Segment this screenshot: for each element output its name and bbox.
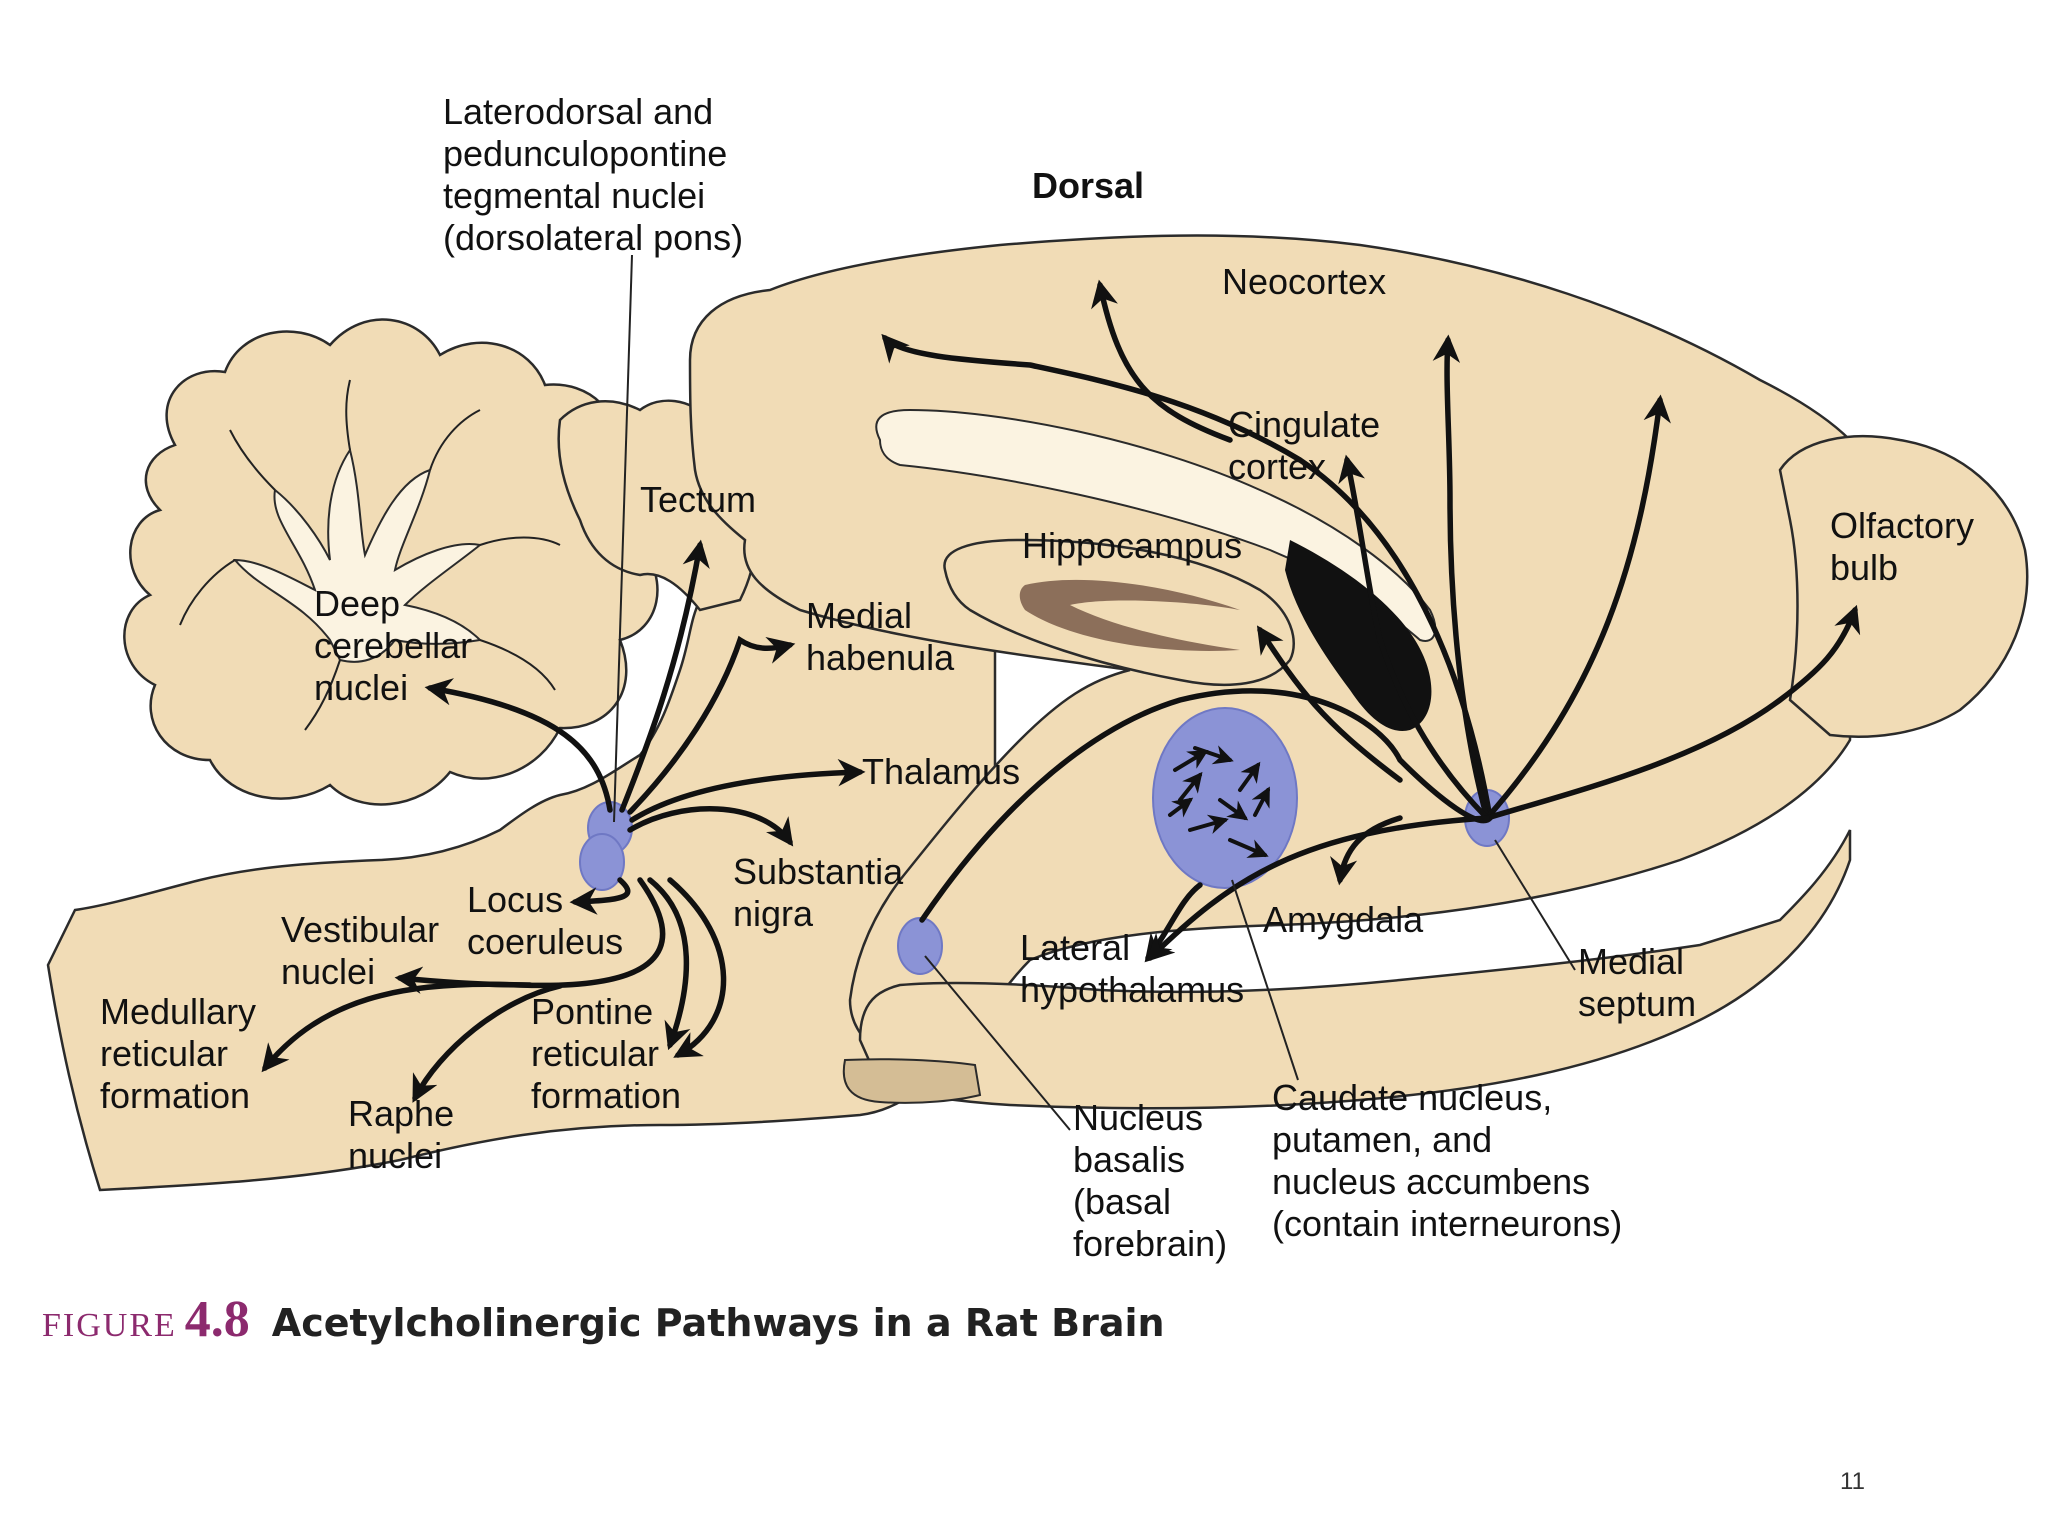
label-substantia-nigra: Substantia nigra xyxy=(733,851,913,934)
label-medial-habenula: Medial habenula xyxy=(806,595,955,678)
ventral-forebrain xyxy=(858,829,1852,1110)
label-pontine: Pontine reticular formation xyxy=(531,991,681,1116)
label-vestibular: Vestibular nuclei xyxy=(281,909,449,992)
label-laterodorsal: Laterodorsal and pedunculopontine tegmen… xyxy=(443,91,743,258)
label-caudate: Caudate nucleus, putamen, and nucleus ac… xyxy=(1272,1077,1622,1244)
label-lateral-hypothalamus: Lateral hypothalamus xyxy=(1020,927,1244,1010)
label-amygdala: Amygdala xyxy=(1263,899,1424,940)
label-deep-cerebellar: Deep cerebellar nuclei xyxy=(314,583,482,708)
figure-word: FIGURE xyxy=(42,1307,177,1344)
label-thalamus: Thalamus xyxy=(862,751,1020,792)
forebrain-pathways xyxy=(881,279,1861,963)
page-number: 11 xyxy=(1840,1468,1865,1495)
label-medullary: Medullary reticular formation xyxy=(100,991,266,1116)
cerebellum-white-matter xyxy=(232,447,483,663)
nucleus-basalis-dot xyxy=(897,917,943,975)
label-raphe: Raphe nuclei xyxy=(348,1093,464,1176)
brainstem-pathways xyxy=(261,539,866,1103)
label-locus-coeruleus: Locus coeruleus xyxy=(467,879,623,962)
leader-lines xyxy=(613,254,1576,1131)
figure-title: Acetylcholinergic Pathways in a Rat Brai… xyxy=(271,1301,1165,1345)
label-nucleus-basalis: Nucleus basalis (basal forebrain) xyxy=(1073,1097,1227,1264)
label-olfactory-bulb: Olfactory bulb xyxy=(1830,505,1984,588)
label-hippocampus: Hippocampus xyxy=(1022,525,1242,566)
caudate-nucleus-region xyxy=(1152,707,1298,889)
label-cingulate: Cingulate cortex xyxy=(1228,404,1390,487)
optic-chiasm xyxy=(842,1058,982,1104)
locus-coeruleus-nucleus xyxy=(579,833,625,891)
label-tectum: Tectum xyxy=(640,479,756,520)
olfactory-bulb xyxy=(1778,435,2029,738)
label-neocortex: Neocortex xyxy=(1222,261,1386,302)
figure-number: 4.8 xyxy=(184,1291,250,1348)
interneuron-arrows xyxy=(1168,745,1270,858)
hippocampus-band xyxy=(1019,579,1240,651)
label-medial-septum: Medial septum xyxy=(1578,941,1696,1024)
label-dorsal: Dorsal xyxy=(1032,165,1144,206)
cerebellum-folia xyxy=(179,379,561,731)
